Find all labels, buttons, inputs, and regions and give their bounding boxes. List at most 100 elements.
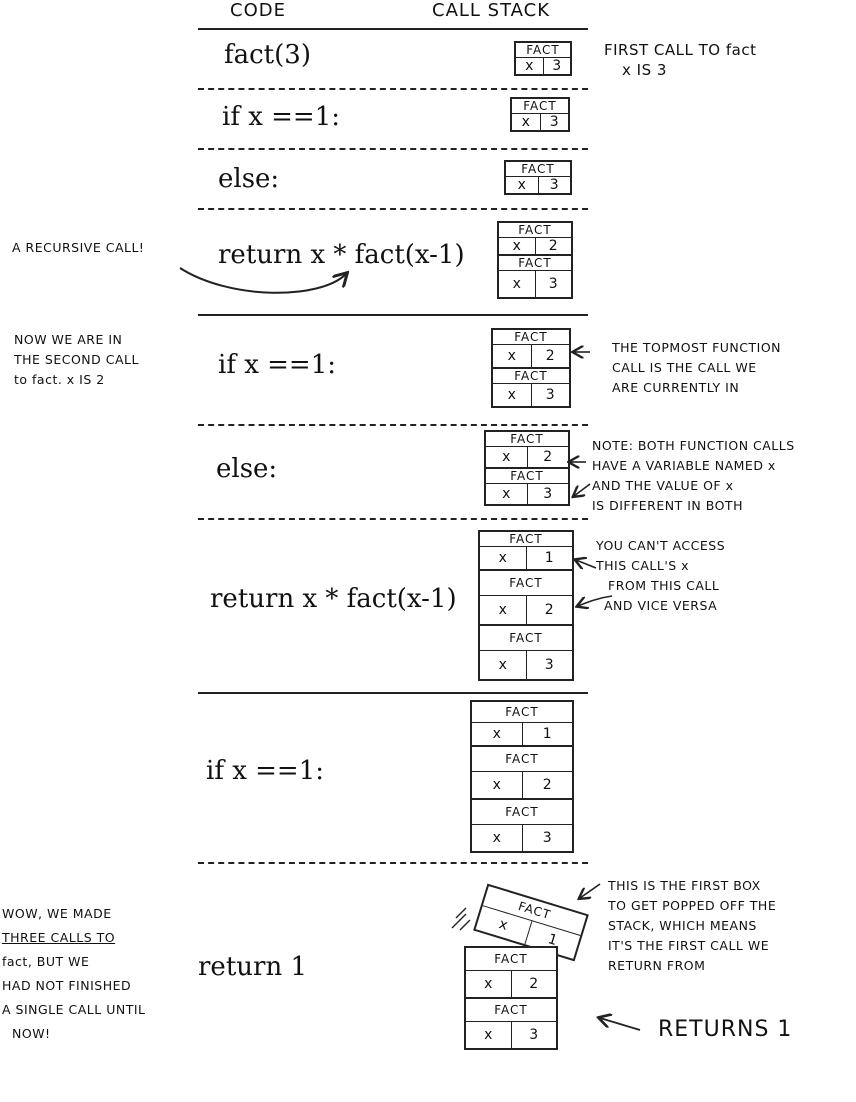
note-first-popped: THIS IS THE FIRST BOX TO GET POPPED OFF … — [608, 876, 776, 976]
frame-name: FACT — [493, 369, 569, 384]
frame-name: FACT — [512, 99, 568, 114]
frame-value: 3 — [544, 657, 554, 673]
frame-var: x — [499, 238, 536, 254]
step-divider — [198, 148, 588, 150]
frame-var: x — [506, 177, 539, 193]
frame-value: 2 — [542, 777, 552, 793]
frame-var: x — [493, 384, 532, 406]
step-divider — [198, 692, 588, 694]
frame-value: 3 — [552, 58, 562, 74]
frame-name: FACT — [499, 223, 571, 238]
note-line: A SINGLE CALL UNTIL — [2, 1002, 146, 1017]
frame-name: FACT — [499, 256, 571, 271]
frame-name: FACT — [472, 702, 572, 723]
frame-name: FACT — [472, 800, 572, 825]
call-stack-column-header: CALL STACK — [432, 0, 551, 21]
frame-value: 1 — [542, 726, 552, 742]
note-line: NOW WE ARE IN — [14, 332, 123, 347]
popped-box-arrow — [580, 883, 601, 898]
stack-frame: FACT x 2 — [472, 747, 572, 800]
frame-name: FACT — [480, 571, 572, 596]
code-line-return-recursive: return x * fact(x-1) — [218, 240, 465, 270]
note-cant-access: YOU CAN'T ACCESS THIS CALL'S x FROM THIS… — [596, 536, 725, 616]
code-line-return-recursive: return x * fact(x-1) — [210, 584, 457, 614]
code-line-else: else: — [216, 454, 278, 484]
note-line: AND THE VALUE OF x — [592, 478, 734, 493]
frame-value: 3 — [543, 486, 553, 502]
frame-var: x — [466, 971, 512, 997]
frame-var: x — [480, 651, 527, 679]
frame-value: 2 — [529, 976, 539, 992]
note-line: THE TOPMOST FUNCTION — [612, 340, 782, 355]
note-line: FIRST CALL TO fact — [604, 41, 757, 59]
note-line: to fact. x IS 2 — [14, 372, 105, 387]
frame-value: 3 — [549, 177, 559, 193]
note-line: HAVE A VARIABLE NAMED x — [592, 458, 776, 473]
frame-name: FACT — [486, 469, 568, 484]
code-line-return-1: return 1 — [198, 952, 307, 982]
frame-name: FACT — [486, 432, 568, 447]
note-line: RETURN FROM — [608, 958, 706, 973]
frame-var: x — [516, 58, 544, 74]
note-line: x IS 3 — [622, 61, 667, 79]
note-line: IS DIFFERENT IN BOTH — [592, 498, 743, 513]
note-line: FROM THIS CALL — [608, 578, 720, 593]
note-line: THE SECOND CALL — [14, 352, 139, 367]
step-divider — [198, 424, 588, 426]
frame-value: 3 — [548, 276, 558, 292]
frame-value: 1 — [544, 550, 554, 566]
note-line: THIS CALL'S x — [596, 558, 690, 573]
frame-name: FACT — [506, 162, 570, 177]
returns-arrow — [600, 1018, 641, 1031]
note-first-call: FIRST CALL TO fact x IS 3 — [604, 40, 756, 80]
note-line: AND VICE VERSA — [604, 598, 718, 613]
frame-name: FACT — [493, 330, 569, 345]
note-line: THIS IS THE FIRST BOX — [608, 878, 761, 893]
frame-value: 2 — [544, 602, 554, 618]
frame-value: 3 — [542, 830, 552, 846]
this-call-arrow — [576, 560, 597, 568]
frame-var: x — [480, 596, 527, 624]
note-line: THREE CALLS TO — [2, 930, 116, 945]
code-column-header: CODE — [230, 0, 286, 21]
note-both-calls: NOTE: BOTH FUNCTION CALLS HAVE A VARIABL… — [592, 436, 795, 516]
code-line-else: else: — [218, 164, 280, 194]
frame-name: FACT — [480, 532, 572, 547]
stack-frame: FACT x 2 — [480, 571, 572, 626]
note-line: YOU CAN'T ACCESS — [596, 538, 726, 553]
note-second-call: NOW WE ARE IN THE SECOND CALL to fact. x… — [14, 330, 139, 390]
note-line: STACK, WHICH MEANS — [608, 918, 757, 933]
frame-value: 3 — [549, 114, 559, 130]
recursive-call-arrow — [179, 267, 346, 294]
frame-var: x — [472, 772, 523, 798]
note-line: ARE CURRENTLY IN — [612, 380, 740, 395]
note-line: WOW, WE MADE — [2, 906, 112, 921]
step-divider — [198, 314, 588, 316]
frame-name: FACT — [466, 999, 556, 1022]
frame-var: x — [512, 114, 541, 130]
frame-var: x — [472, 825, 523, 851]
stack-frame: FACT x 3 — [472, 800, 572, 851]
frame-name: FACT — [472, 747, 572, 772]
frame-var: x — [493, 345, 532, 367]
step-divider — [198, 518, 588, 520]
frame-var: x — [486, 484, 528, 504]
note-line: IT'S THE FIRST CALL WE — [608, 938, 770, 953]
code-line-if: if x ==1: — [206, 756, 325, 786]
